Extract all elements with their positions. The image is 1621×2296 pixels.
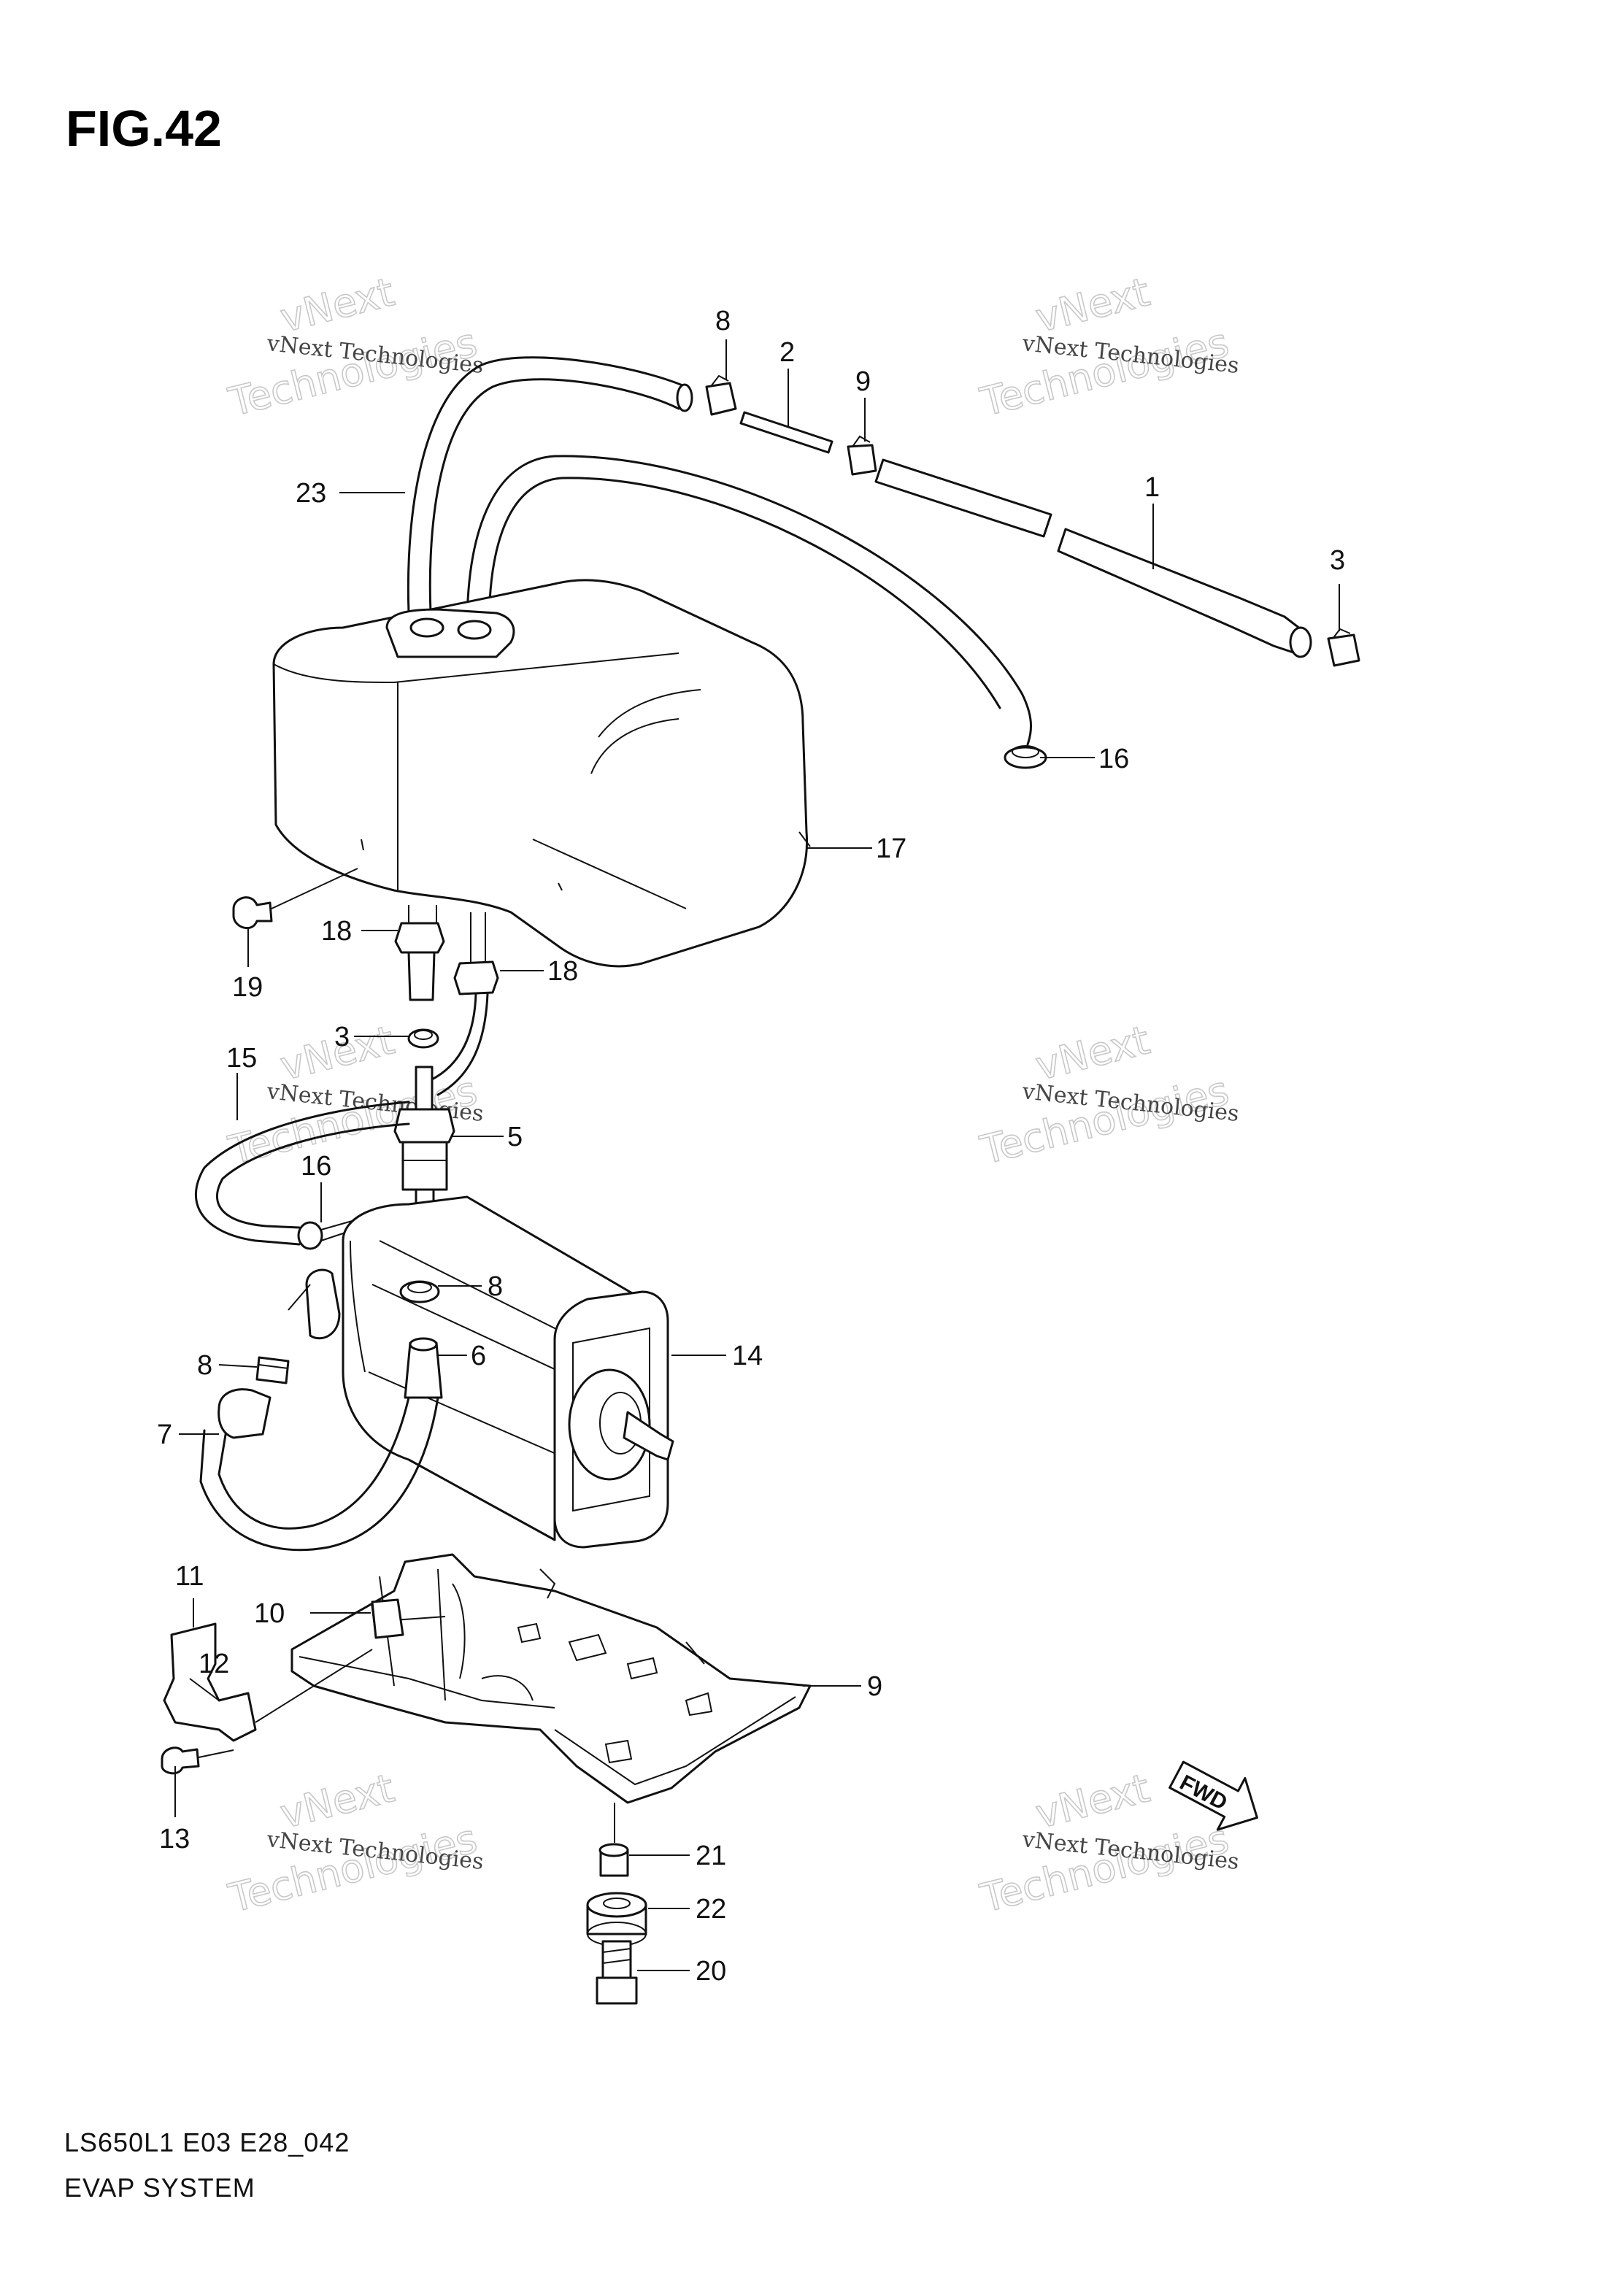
grommet-18-right [453, 912, 499, 995]
callout-2: 2 [779, 337, 795, 368]
clamp-4-right [847, 435, 877, 476]
screw-13 [161, 1746, 234, 1775]
callout-4b: 9 [855, 366, 871, 397]
callout-22: 22 [696, 1894, 726, 1925]
callout-1: 1 [1144, 472, 1160, 503]
hose-6 [404, 1337, 443, 1399]
hose-15 [195, 1101, 410, 1246]
callout-18b: 18 [547, 956, 578, 987]
callout-3b: 3 [334, 1022, 350, 1052]
collar-21 [598, 1843, 629, 1877]
watermark-top-right: vNext Technologies vNext Technologies [975, 269, 1240, 426]
callout-8a: 8 [488, 1271, 503, 1302]
bracket-9 [290, 1553, 812, 1804]
callout-14: 14 [732, 1341, 763, 1371]
watermark-mid-right: vNext Technologies vNext Technologies [975, 1017, 1240, 1174]
system-name: EVAP SYSTEM [64, 2173, 255, 2203]
svg-text:vNext: vNext [276, 269, 398, 341]
clip-11 [163, 1622, 373, 1742]
screw-19 [232, 868, 358, 930]
callout-21: 21 [696, 1841, 726, 1871]
svg-text:vNext: vNext [1031, 1017, 1154, 1089]
callout-13: 13 [159, 1824, 190, 1854]
hose-16-end [1020, 692, 1032, 746]
callout-17: 17 [876, 833, 906, 864]
callout-18a: 18 [321, 916, 352, 947]
clamp-8-upper [399, 1280, 440, 1303]
callout-7: 7 [157, 1419, 172, 1450]
bolt-20 [596, 1940, 638, 2005]
clamp-4-left [705, 374, 737, 416]
leader-lines [174, 339, 1340, 1971]
canister-14 [288, 1195, 674, 1549]
callout-15: 15 [226, 1043, 257, 1074]
watermark-bottom-left: vNext Technologies vNext Technologies [223, 1765, 485, 1922]
callout-16a: 16 [1098, 744, 1129, 774]
callout-19: 19 [232, 972, 263, 1003]
hose-to-valve [422, 993, 477, 1085]
block-10 [371, 1598, 404, 1639]
callout-labels: 8 2 9 1 3 16 17 23 18 18 19 3 15 5 16 8 … [157, 306, 1345, 1987]
grommet-18-left [394, 905, 445, 1001]
callout-11: 11 [175, 1561, 204, 1592]
callout-23: 23 [296, 478, 326, 509]
callout-9: 9 [867, 1671, 882, 1702]
clamp-3-top [1327, 628, 1360, 667]
hose-7 [199, 1388, 439, 1552]
hose-2 [739, 411, 833, 454]
clamp-16-top [1004, 745, 1047, 769]
callout-12: 12 [199, 1649, 229, 1679]
figure-title: FIG.42 [66, 100, 222, 157]
model-code: LS650L1 E03 E28_042 [64, 2127, 350, 2157]
svg-text:vNext: vNext [1031, 1765, 1154, 1837]
grommet-22 [586, 1892, 647, 1946]
clamp-8-lower [255, 1356, 290, 1384]
callout-6: 6 [471, 1341, 486, 1371]
hose-23 [407, 356, 693, 615]
hose-1 [874, 458, 1312, 658]
hose-16-return [466, 455, 1023, 709]
svg-text:vNext: vNext [1031, 269, 1154, 341]
callout-10: 10 [254, 1598, 285, 1629]
callout-16b: 16 [301, 1151, 331, 1182]
svg-text:vNext: vNext [276, 1765, 398, 1837]
separator-17 [272, 579, 811, 968]
callout-3a: 3 [1330, 545, 1345, 576]
callout-4a: 8 [715, 306, 731, 336]
callout-20: 20 [696, 1956, 726, 1987]
clamp-3-mid [407, 1028, 439, 1049]
callout-8b: 8 [197, 1350, 212, 1381]
callout-5: 5 [507, 1122, 523, 1152]
